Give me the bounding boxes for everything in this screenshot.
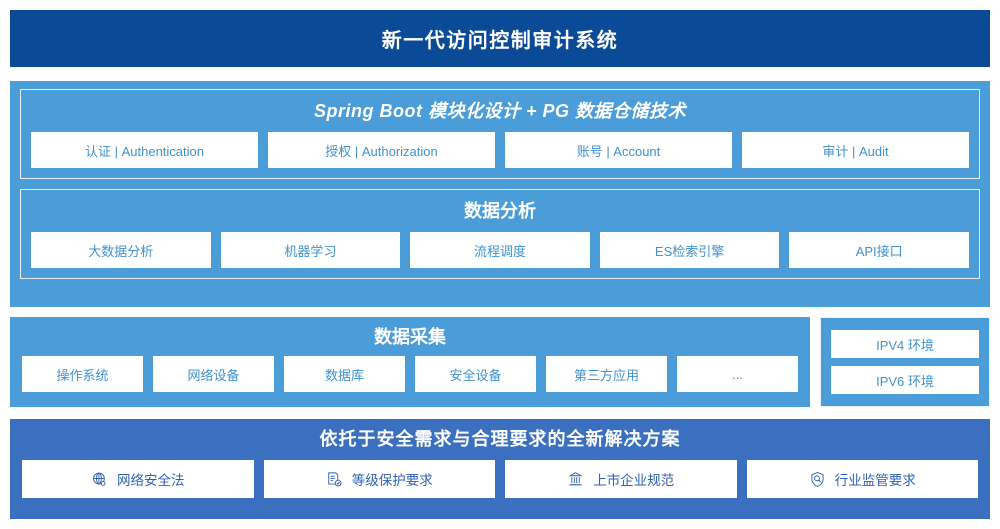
app-layer-card-row: 认证 | Authentication 授权 | Authorization 账…: [31, 132, 969, 168]
analysis-card-api[interactable]: API接口: [789, 232, 969, 268]
environment-card-ipv6[interactable]: IPV6 环境: [831, 366, 979, 394]
environment-card-label: IPV4 环境: [876, 337, 934, 353]
collect-card-security-device[interactable]: 安全设备: [415, 356, 536, 392]
solution-panel: 依托于安全需求与合理要求的全新解决方案 网络安全法: [10, 419, 990, 519]
document-check-icon: [326, 471, 343, 488]
page-header: 新一代访问控制审计系统: [10, 10, 990, 67]
collect-card-network-device[interactable]: 网络设备: [153, 356, 274, 392]
analysis-card-bigdata[interactable]: 大数据分析: [31, 232, 211, 268]
analysis-card-process-scheduling[interactable]: 流程调度: [410, 232, 590, 268]
app-card-account[interactable]: 账号 | Account: [505, 132, 732, 168]
analysis-card-label: 机器学习: [284, 243, 337, 259]
shield-search-icon: [809, 471, 826, 488]
bank-building-icon: [567, 471, 584, 488]
collect-card-more[interactable]: ...: [677, 356, 798, 392]
collect-card-label: 网络设备: [187, 367, 240, 383]
platform-panel: Spring Boot 模块化设计 + PG 数据仓储技术 认证 | Authe…: [10, 81, 990, 307]
analysis-layer-box: 数据分析 大数据分析 机器学习 流程调度 ES检索引擎 API接口: [20, 189, 980, 279]
page-title: 新一代访问控制审计系统: [381, 30, 619, 52]
globe-network-icon: [91, 471, 108, 488]
collect-card-label: 第三方应用: [573, 367, 639, 383]
solution-card-label: 行业监管要求: [834, 473, 916, 488]
solution-card-label: 上市企业规范: [593, 473, 675, 488]
analysis-card-label: API接口: [855, 243, 903, 259]
solution-card-listed-enterprise[interactable]: 上市企业规范: [505, 460, 737, 498]
app-card-label: 账号 | Account: [576, 143, 661, 159]
collect-card-label: 数据库: [324, 367, 364, 383]
collect-layer-row: 数据采集 操作系统 网络设备 数据库 安全设备 第三方应用 ...: [10, 317, 990, 407]
environment-card-ipv4[interactable]: IPV4 环境: [831, 330, 979, 358]
collect-card-label: 操作系统: [56, 367, 109, 383]
app-card-authentication[interactable]: 认证 | Authentication: [31, 132, 258, 168]
app-card-label: 授权 | Authorization: [325, 143, 438, 159]
solution-card-label: 网络安全法: [117, 473, 185, 488]
collect-card-third-party-app[interactable]: 第三方应用: [546, 356, 667, 392]
solution-card-row: 网络安全法 等级保护要求: [22, 460, 978, 498]
environment-card-label: IPV6 环境: [876, 373, 934, 389]
collect-card-operating-system[interactable]: 操作系统: [22, 356, 143, 392]
solution-card-industry-supervision[interactable]: 行业监管要求: [746, 460, 978, 498]
solution-title: 依托于安全需求与合理要求的全新解决方案: [319, 429, 681, 449]
analysis-card-es-search[interactable]: ES检索引擎: [599, 232, 780, 268]
collect-layer-card-row: 操作系统 网络设备 数据库 安全设备 第三方应用 ...: [22, 356, 798, 392]
collect-card-label: ...: [732, 366, 743, 382]
app-card-authorization[interactable]: 授权 | Authorization: [268, 132, 495, 168]
analysis-card-label: 流程调度: [473, 243, 526, 259]
analysis-layer-title: 数据分析: [464, 201, 536, 221]
environment-panel: IPV4 环境 IPV6 环境: [820, 317, 990, 407]
solution-card-cybersecurity-law[interactable]: 网络安全法: [22, 460, 254, 498]
collect-card-database[interactable]: 数据库: [284, 356, 405, 392]
analysis-card-machine-learning[interactable]: 机器学习: [220, 232, 401, 268]
collect-card-label: 安全设备: [449, 367, 502, 383]
app-card-label: 审计 | Audit: [822, 143, 889, 159]
collect-layer-box: 数据采集 操作系统 网络设备 数据库 安全设备 第三方应用 ...: [10, 317, 810, 407]
analysis-layer-card-row: 大数据分析 机器学习 流程调度 ES检索引擎 API接口: [31, 232, 969, 268]
app-card-label: 认证 | Authentication: [85, 143, 204, 159]
app-layer-box: Spring Boot 模块化设计 + PG 数据仓储技术 认证 | Authe…: [20, 89, 980, 179]
collect-layer-title: 数据采集: [374, 327, 446, 347]
solution-card-label: 等级保护要求: [351, 473, 433, 488]
app-card-audit[interactable]: 审计 | Audit: [742, 132, 969, 168]
app-layer-title: Spring Boot 模块化设计 + PG 数据仓储技术: [313, 101, 686, 121]
solution-card-classified-protection[interactable]: 等级保护要求: [263, 460, 495, 498]
analysis-card-label: 大数据分析: [88, 243, 154, 259]
analysis-card-label: ES检索引擎: [654, 243, 725, 259]
